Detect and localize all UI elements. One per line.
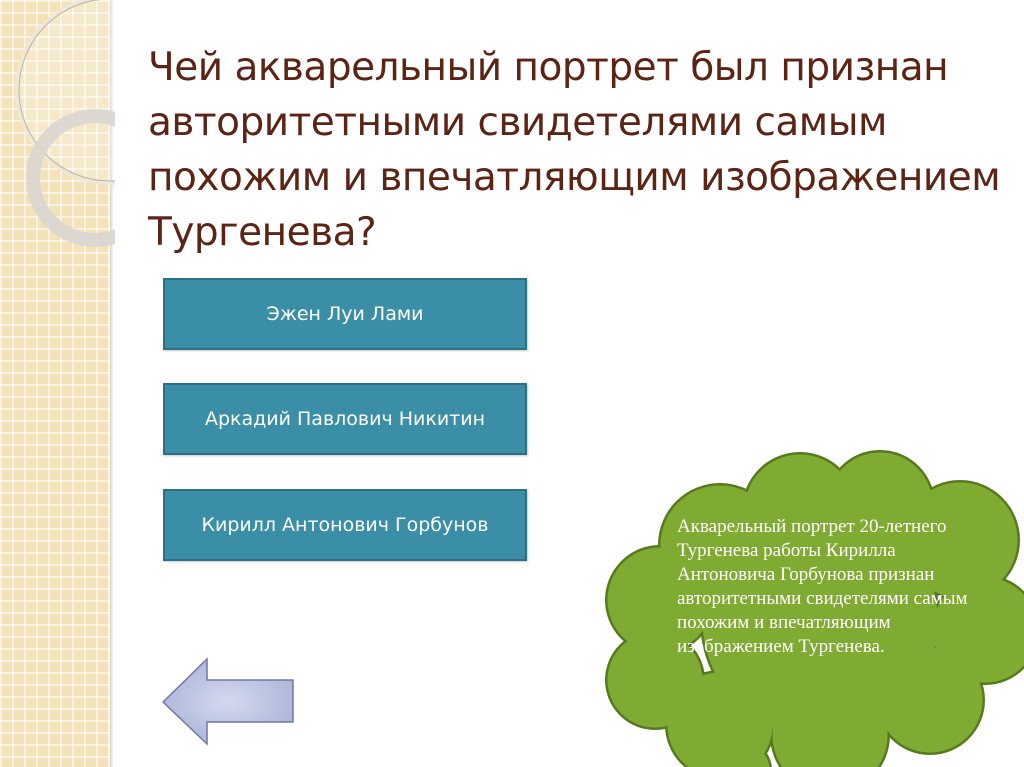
- answer-button-lami[interactable]: Эжен Луи Лами: [163, 278, 527, 350]
- arrow-left-icon: [161, 657, 294, 746]
- decorative-rings: [15, 0, 115, 247]
- answer-button-gorbunov[interactable]: Кирилл Антонович Горбунов: [163, 489, 527, 561]
- strip-edge: [110, 0, 114, 767]
- back-button[interactable]: [160, 655, 300, 750]
- answer-button-nikitin[interactable]: Аркадий Павлович Никитин: [163, 383, 527, 455]
- callout-text: Акварельный портрет 20-летнего Тургенева…: [677, 516, 968, 657]
- slide-title: Чей акварельный портрет был признан авто…: [148, 45, 1001, 255]
